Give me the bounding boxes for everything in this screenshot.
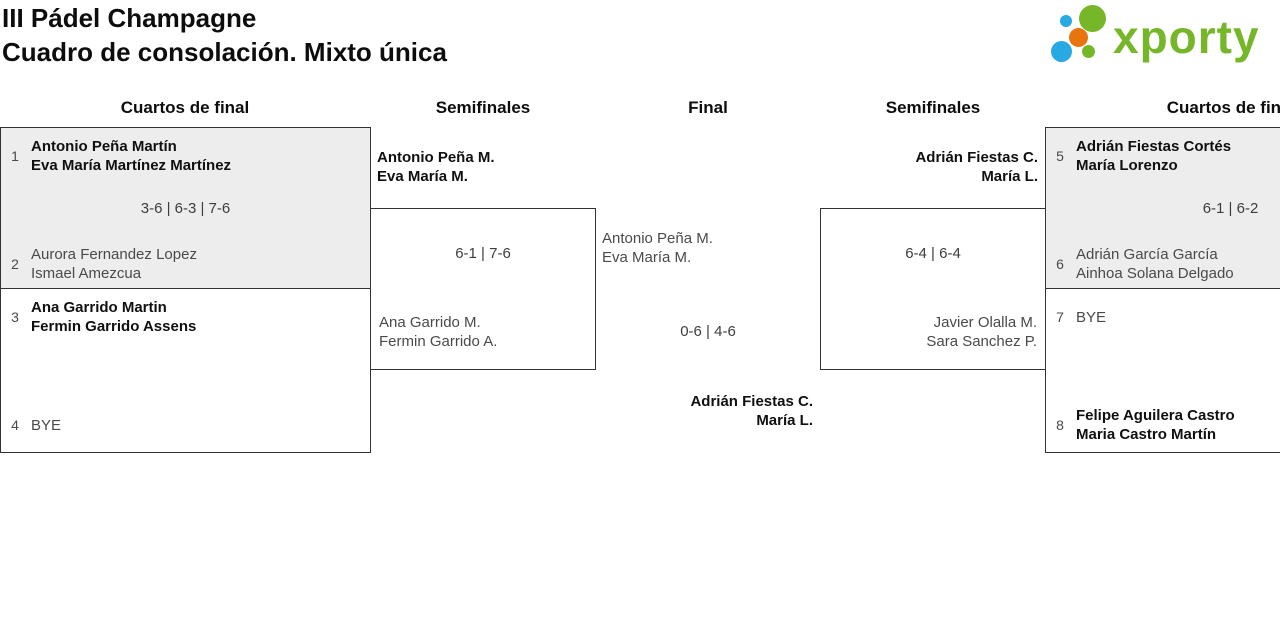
team-name: Ana Garrido Martin Fermin Garrido Assens — [31, 298, 196, 336]
team-name: BYE — [1076, 298, 1106, 336]
player-name: Javier Olalla M. — [933, 314, 1037, 331]
team-row: 6 Adrián García García Ainhoa Solana Del… — [1052, 245, 1280, 283]
round-header-quarterfinals-left: Cuartos de final — [120, 98, 250, 117]
match-score: 3-6 | 6-3 | 7-6 — [140, 200, 231, 217]
player-name: Maria Castro Martín — [1076, 426, 1217, 443]
match-box-sf-right[interactable]: 6-4 | 6-4 Javier Olalla M. Sara Sanchez … — [820, 208, 1046, 370]
match-box-sf-left[interactable]: 6-1 | 7-6 Ana Garrido M. Fermin Garrido … — [370, 208, 596, 370]
player-name: Fermin Garrido Assens — [31, 318, 197, 335]
team-name: Adrián Fiestas Cortés María Lorenzo — [1076, 137, 1231, 175]
match-score: 6-1 | 6-2 — [1202, 200, 1259, 217]
player-name: Ana Garrido Martin — [31, 299, 167, 316]
player-name: Adrián García García — [1076, 246, 1218, 263]
team-row: 4 BYE — [7, 406, 359, 444]
round-header-final: Final — [688, 98, 728, 117]
bracket-subtitle: Cuadro de consolación. Mixto única — [2, 37, 447, 67]
team-name: Felipe Aguilera Castro Maria Castro Mart… — [1076, 406, 1235, 444]
seed-number: 6 — [1056, 256, 1064, 272]
player-name: María Lorenzo — [1076, 157, 1178, 174]
player-name: María L. — [756, 412, 813, 429]
tournament-title: III Pádel Champagne — [2, 3, 257, 33]
logo-dot-green-large-icon — [1079, 5, 1106, 32]
round-header-quarterfinals-right: Cuartos de final — [1166, 98, 1280, 117]
team-row: 8 Felipe Aguilera Castro Maria Castro Ma… — [1052, 406, 1280, 444]
match-box-qf-2[interactable]: 3 Ana Garrido Martin Fermin Garrido Asse… — [0, 288, 371, 453]
team-row: 7 BYE — [1052, 298, 1280, 336]
bye-label: BYE — [31, 416, 62, 434]
player-name: Ana Garrido M. — [379, 314, 481, 331]
player-name: Aurora Fernandez Lopez — [31, 246, 197, 263]
player-name: Fermin Garrido A. — [379, 333, 498, 350]
round-header-semifinals-left: Semifinales — [435, 98, 531, 117]
player-name: Antonio Peña M. — [602, 230, 713, 247]
team-name: Adrián García García Ainhoa Solana Delga… — [1076, 245, 1234, 283]
seed-number: 3 — [11, 309, 19, 325]
final-team-bottom: Adrián Fiestas C. María L. — [613, 392, 813, 430]
team-row: 1 Antonio Peña Martín Eva María Martínez… — [7, 137, 359, 175]
seed-number: 2 — [11, 256, 19, 272]
logo-dot-orange-icon — [1069, 28, 1088, 47]
logo-wordmark: xporty — [1113, 11, 1260, 63]
logo-dot-green-small-icon — [1082, 45, 1095, 58]
team-row: 2 Aurora Fernandez Lopez Ismael Amezcua — [7, 245, 359, 283]
player-name: Ainhoa Solana Delgado — [1076, 265, 1234, 282]
player-name: Ismael Amezcua — [31, 265, 142, 282]
player-name: Antonio Peña Martín — [31, 138, 177, 155]
bye-label: BYE — [1076, 308, 1107, 326]
page-title-block: III Pádel Champagne Cuadro de consolació… — [2, 1, 447, 69]
final-score: 0-6 | 4-6 — [680, 323, 736, 340]
team-name: Ana Garrido M. Fermin Garrido A. — [379, 313, 587, 351]
seed-number: 1 — [11, 148, 19, 164]
team-name: Antonio Peña Martín Eva María Martínez M… — [31, 137, 231, 175]
team-row: 5 Adrián Fiestas Cortés María Lorenzo — [1052, 137, 1280, 175]
team-row: 3 Ana Garrido Martin Fermin Garrido Asse… — [7, 298, 359, 336]
team-name: Javier Olalla M. Sara Sanchez P. — [829, 313, 1037, 351]
player-name: Adrián Fiestas Cortés — [1076, 138, 1232, 155]
seed-number: 4 — [11, 417, 19, 433]
match-box-qf-3[interactable]: 5 Adrián Fiestas Cortés María Lorenzo 6-… — [1045, 127, 1280, 289]
final-team-top: Antonio Peña M. Eva María M. — [602, 229, 713, 267]
match-score: 6-1 | 7-6 — [455, 245, 511, 262]
player-name: Eva María M. — [602, 249, 692, 266]
sf-right-winner-label: Adrián Fiestas C. María L. — [821, 148, 1038, 186]
logo-dot-blue-small-icon — [1060, 15, 1072, 27]
team-name: BYE — [31, 406, 61, 444]
seed-number: 8 — [1056, 417, 1064, 433]
player-name: Adrián Fiestas C. — [915, 149, 1038, 166]
seed-number: 7 — [1056, 309, 1064, 325]
match-box-qf-4[interactable]: 7 BYE 8 Felipe Aguilera Castro Maria Cas… — [1045, 288, 1280, 453]
round-header-semifinals-right: Semifinales — [885, 98, 981, 117]
player-name: Eva María Martínez Martínez — [31, 157, 232, 174]
sf-left-winner-label: Antonio Peña M. Eva María M. — [377, 148, 495, 186]
player-name: Antonio Peña M. — [377, 149, 495, 166]
player-name: María L. — [981, 168, 1038, 185]
match-score: 6-4 | 6-4 — [905, 245, 961, 262]
team-name: Aurora Fernandez Lopez Ismael Amezcua — [31, 245, 197, 283]
match-box-qf-1[interactable]: 1 Antonio Peña Martín Eva María Martínez… — [0, 127, 371, 289]
player-name: Sara Sanchez P. — [926, 333, 1037, 350]
player-name: Adrián Fiestas C. — [690, 393, 813, 410]
player-name: Felipe Aguilera Castro — [1076, 407, 1235, 424]
logo-dot-blue-large-icon — [1051, 41, 1072, 62]
player-name: Eva María M. — [377, 168, 468, 185]
seed-number: 5 — [1056, 148, 1064, 164]
xporty-logo[interactable]: xporty — [1050, 5, 1278, 71]
